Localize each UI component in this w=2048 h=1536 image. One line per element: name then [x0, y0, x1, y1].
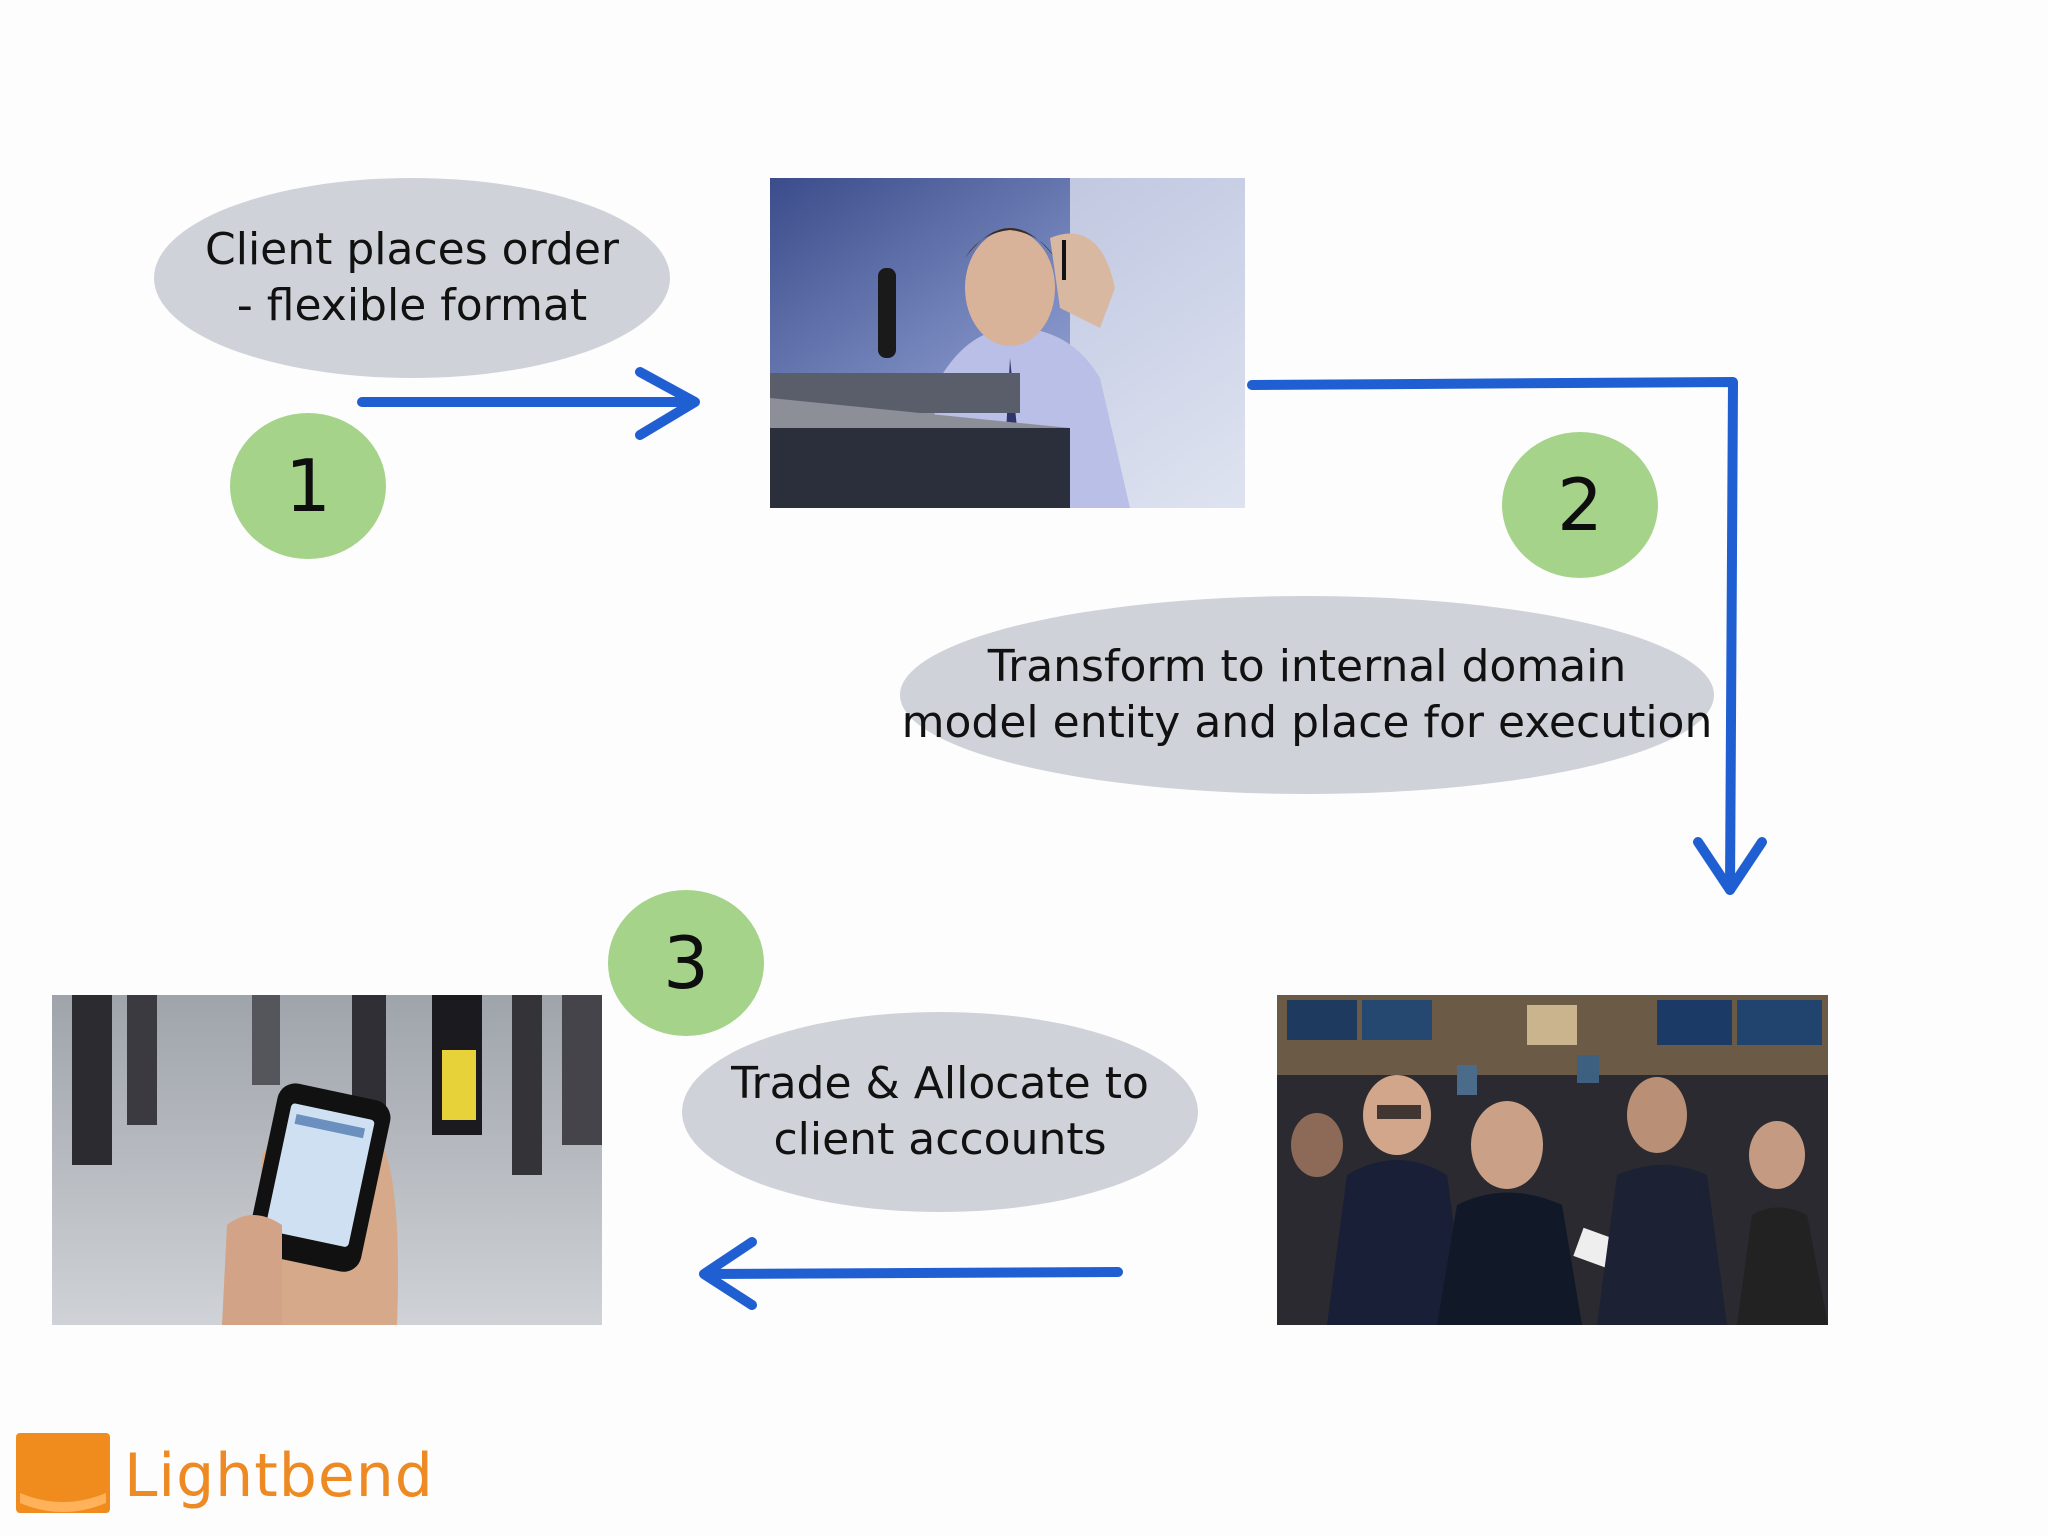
lightbend-logo-icon [16, 1433, 110, 1513]
step-2-bubble: Transform to internal domain model entit… [900, 596, 1714, 794]
step-2-number: 2 [1557, 463, 1603, 547]
step-1-badge: 1 [230, 413, 386, 559]
arrow-1 [357, 367, 700, 440]
step-3-bubble: Trade & Allocate to client accounts [682, 1012, 1198, 1212]
step-1-number: 1 [285, 444, 331, 528]
step-3-badge: 3 [608, 890, 764, 1036]
trader-on-phone-image [770, 178, 1245, 508]
step-1-bubble: Client places order - flexible format [154, 178, 670, 378]
lightbend-logo: Lightbend [16, 1432, 434, 1520]
step-2-badge: 2 [1502, 432, 1658, 578]
step-3-text-line-2: client accounts [773, 1114, 1107, 1165]
lightbend-logo-text: Lightbend [124, 1441, 434, 1511]
step-1-text-line-2: - flexible format [236, 280, 588, 331]
step-3-number: 3 [663, 921, 709, 1005]
step-3-text-line-1: Trade & Allocate to [731, 1058, 1149, 1109]
step-2-text-line-2: model entity and place for execution [901, 697, 1713, 748]
trading-floor-image [1277, 995, 1828, 1325]
mobile-client-image [52, 995, 602, 1325]
step-2-text-line-1: Transform to internal domain [987, 641, 1627, 692]
arrow-3 [699, 1237, 1123, 1310]
step-1-text-line-1: Client places order [205, 224, 619, 275]
